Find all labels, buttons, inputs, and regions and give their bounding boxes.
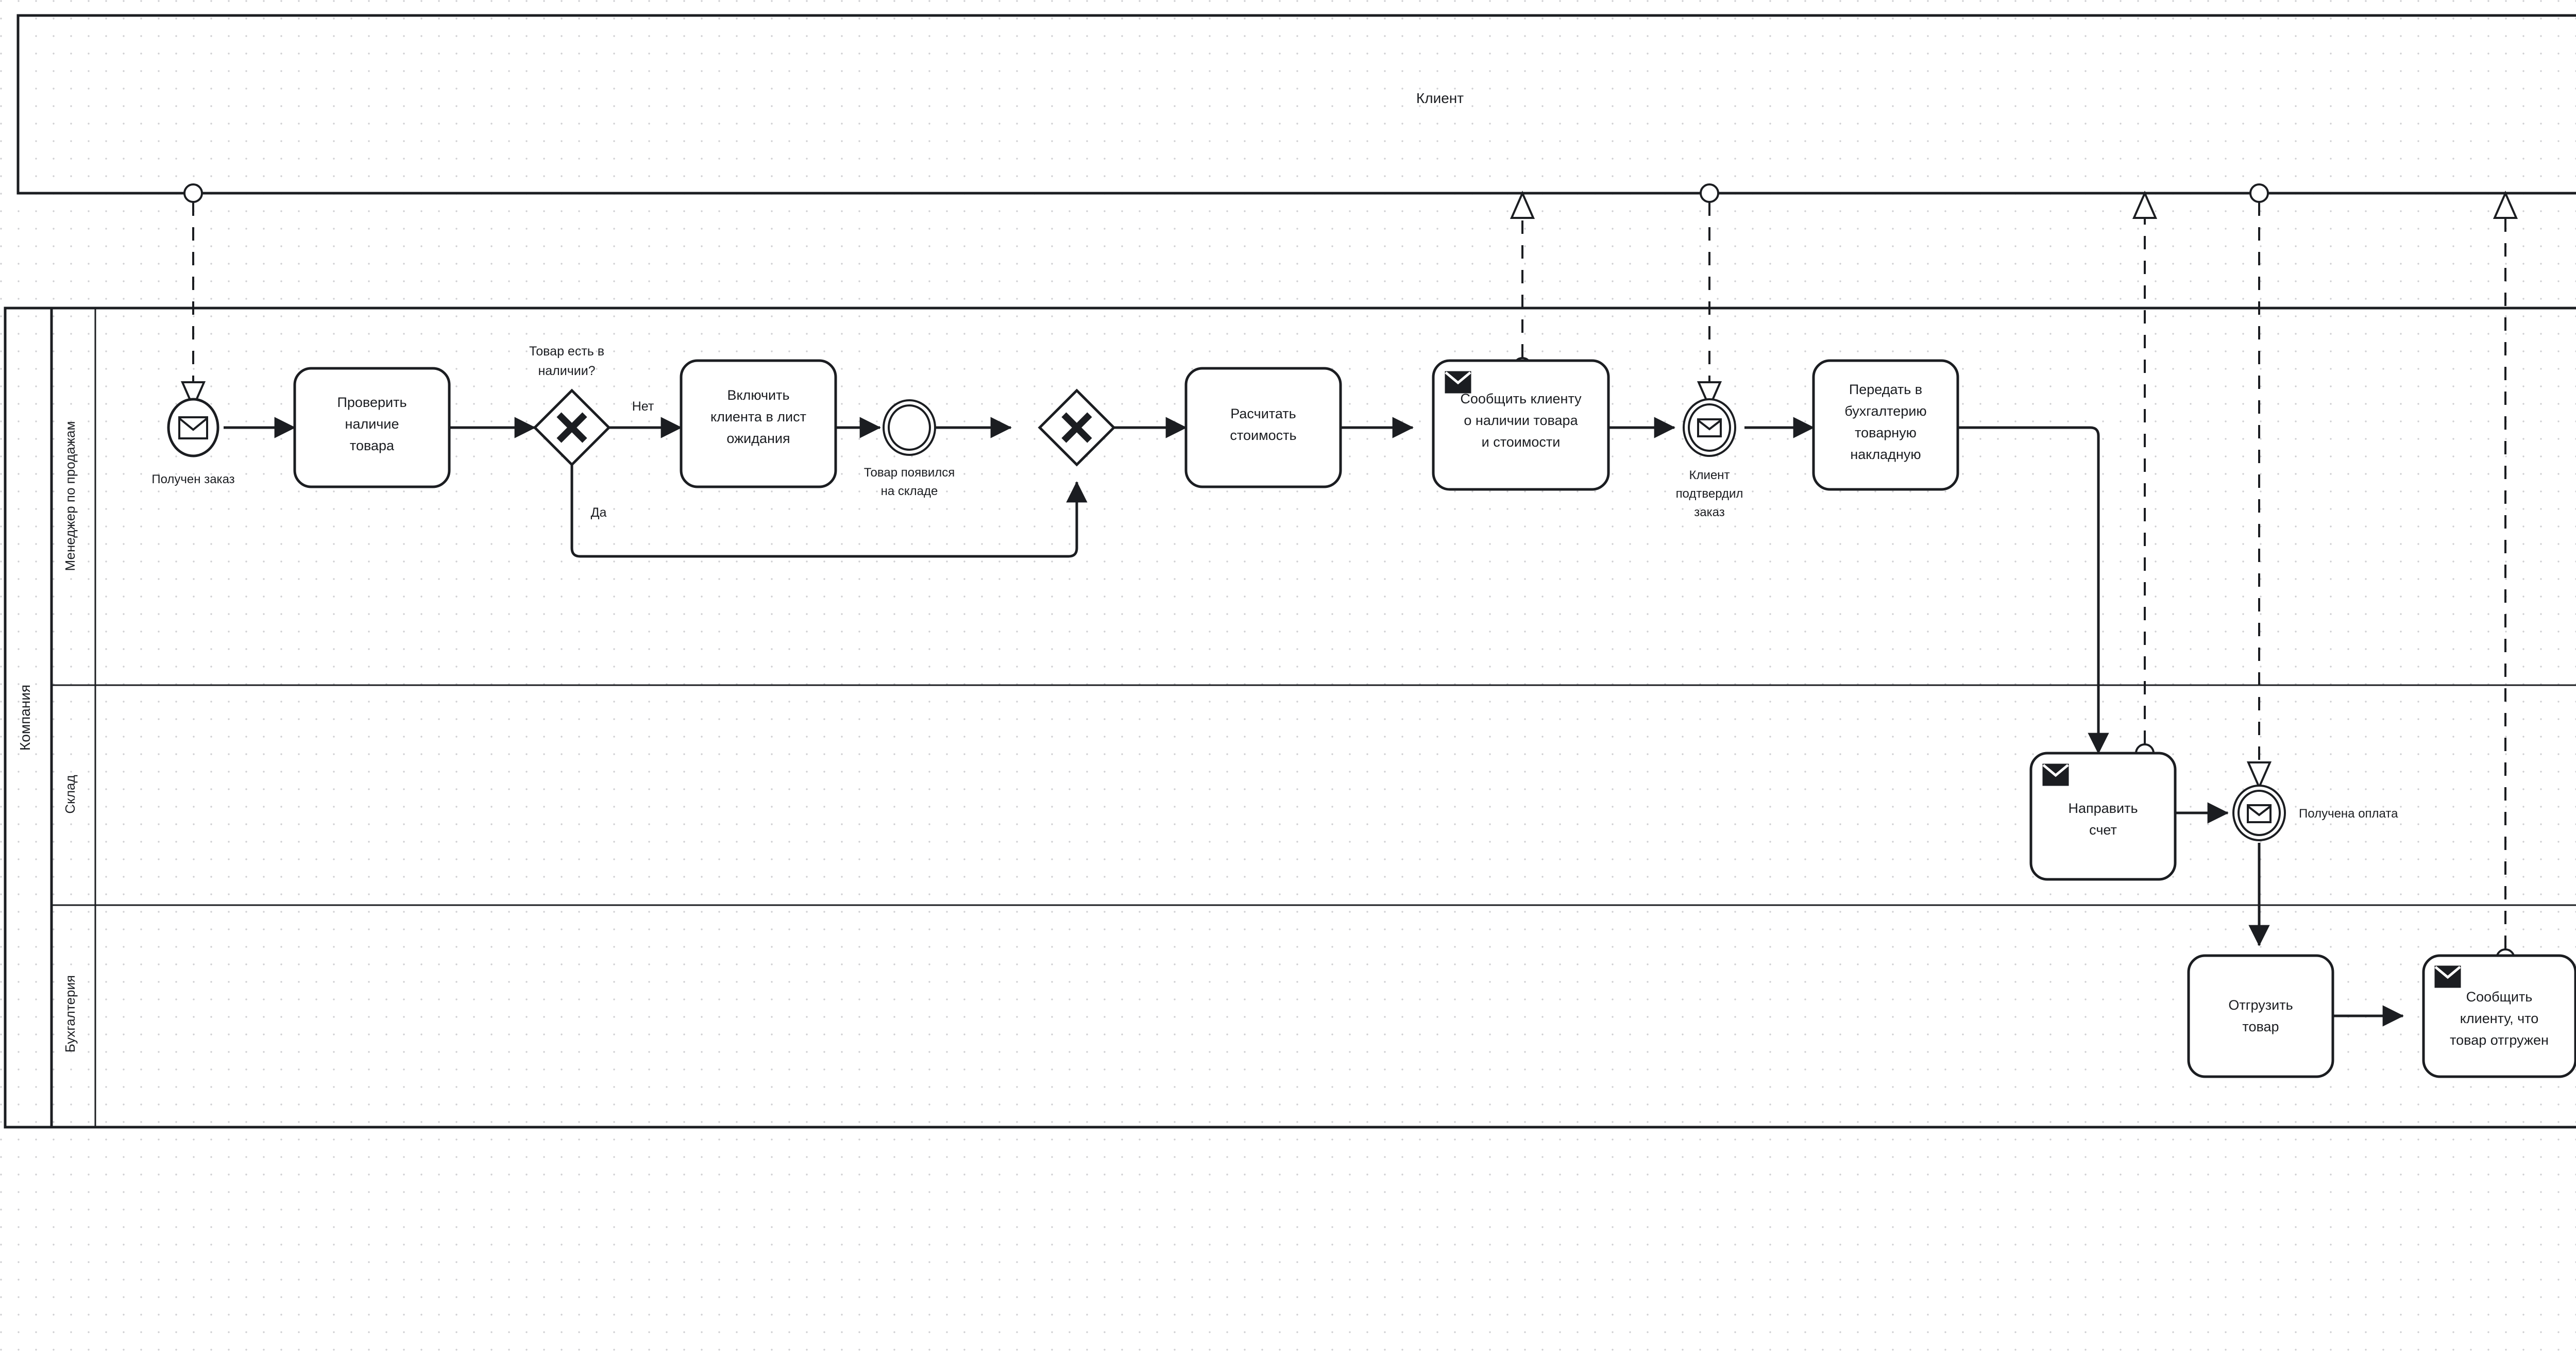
message-flow-arrowhead-icon	[1510, 191, 1535, 219]
event-label: Получена оплата	[2299, 807, 2398, 821]
task-box	[680, 359, 837, 488]
event-label-line1: Товар появился	[864, 466, 955, 480]
task-label-line4: накладную	[1850, 447, 1921, 462]
gateway-label-line2: наличии?	[538, 364, 595, 378]
message-flow-arrowhead-icon	[2132, 191, 2158, 219]
task-label-line1: Сообщить	[2466, 989, 2533, 1005]
event-label-line2: подтвердил	[1676, 487, 1743, 501]
sequence-flow-yes-loop	[570, 465, 1088, 558]
task-label-line3: товарную	[1855, 425, 1917, 440]
task-label-line3: ожидания	[726, 431, 790, 446]
task-notify-shipped[interactable]: Сообщить клиенту, что товар отгружен	[2422, 954, 2576, 1078]
event-inner-circle	[888, 404, 931, 451]
envelope-icon	[178, 416, 208, 439]
message-flow-order-confirmed[interactable]	[1697, 183, 1722, 410]
event-label: Получен заказ	[151, 472, 234, 486]
task-label-line1: Направить	[2068, 801, 2138, 816]
message-flow-source-dot-icon	[2249, 183, 2269, 203]
task-label-line3: и стоимости	[1482, 434, 1561, 450]
envelope-icon	[1697, 418, 1722, 437]
message-flow-arrowhead-icon	[2246, 761, 2272, 790]
task-box	[1184, 367, 1342, 488]
task-label-line1: Отгрузить	[2228, 997, 2293, 1013]
task-label-line1: Передать в	[1849, 382, 1922, 397]
message-flow-arrowhead-icon	[2493, 191, 2518, 219]
task-box	[1812, 359, 1959, 491]
message-flow-source-dot-icon	[1700, 183, 1719, 203]
task-label-line2: бухгалтерию	[1844, 403, 1926, 419]
x-gateway-icon-2	[1061, 412, 1092, 443]
message-flow-payment-received[interactable]	[2246, 183, 2272, 790]
event-label-line1: Клиент	[1689, 468, 1730, 482]
lane-warehouse-label: Склад	[62, 775, 78, 813]
lane-warehouse[interactable]: Склад	[62, 775, 78, 813]
event-label-line2: на складе	[881, 484, 938, 498]
pool-company[interactable]: Компания Менеджер по продажам Склад Бухг…	[4, 307, 2576, 1129]
task-label-line2: счет	[2089, 822, 2117, 838]
task-transfer-invoice-to-accounting[interactable]: Передать в бухгалтерию товарную накладну…	[1812, 359, 1959, 491]
task-send-invoice[interactable]: Направить счет	[2029, 752, 2177, 881]
lane-accounting-label: Бухгалтерия	[62, 975, 78, 1052]
event-payment-received[interactable]: Получена оплата	[2232, 785, 2398, 841]
gateway-label-line1: Товар есть в	[529, 344, 604, 359]
pool-client[interactable]: Клиент	[16, 14, 2576, 195]
lane-sales[interactable]: Менеджер по продажам	[62, 421, 78, 571]
task-box	[1432, 359, 1610, 491]
task-label-line1: Расчитать	[1230, 406, 1296, 421]
task-label-line3: товара	[350, 438, 395, 453]
task-label-line2: стоимость	[1230, 428, 1296, 443]
task-label-line2: о наличии товара	[1464, 413, 1578, 428]
envelope-filled-icon	[1445, 371, 1471, 394]
task-label-line2: клиенту, что	[2460, 1011, 2539, 1026]
message-flow-source-dot-icon	[183, 183, 203, 203]
pool-company-box	[4, 307, 2576, 1129]
flow-label-no: Нет	[632, 399, 654, 414]
sequence-flows-sales	[224, 417, 2109, 754]
task-label-line1: Сообщить клиенту	[1460, 391, 1582, 406]
event-client-confirmed[interactable]: Клиент подтвердил заказ	[1676, 398, 1743, 519]
task-label-line1: Включить	[727, 387, 789, 403]
envelope-filled-icon	[2042, 763, 2069, 786]
pool-company-label: Компания	[17, 685, 33, 751]
pool-client-label: Клиент	[1416, 90, 1464, 106]
task-label-line2: товар	[2242, 1019, 2279, 1034]
message-flow-order-received[interactable]	[180, 183, 206, 410]
sequence-flow-invoice-task-to-send-invoice	[1958, 426, 2109, 754]
event-label-line3: заказ	[1694, 505, 1724, 519]
lane-accounting[interactable]: Бухгалтерия	[62, 975, 78, 1052]
task-box	[293, 367, 451, 488]
task-check-availability[interactable]: Проверить наличие товара	[293, 367, 451, 488]
flow-label-yes: Да	[591, 505, 607, 520]
task-calculate-cost[interactable]: Расчитать стоимость	[1184, 367, 1342, 488]
message-flow-arrowhead-icon	[1697, 381, 1722, 410]
pool-client-box	[16, 14, 2576, 195]
envelope-icon	[2247, 804, 2272, 823]
gateway-merge[interactable]	[1038, 388, 1116, 467]
task-label-line2: наличие	[345, 416, 399, 432]
task-label-line2: клиента в лист	[710, 409, 806, 424]
task-add-to-waitlist[interactable]: Включить клиента в лист ожидания	[680, 359, 837, 488]
lane-sales-label: Менеджер по продажам	[62, 421, 78, 571]
envelope-filled-icon	[2434, 965, 2461, 988]
task-label-line3: товар отгружен	[2450, 1032, 2549, 1048]
task-box	[2422, 954, 2576, 1078]
task-notify-availability[interactable]: Сообщить клиенту о наличии товара и стои…	[1432, 359, 1610, 491]
task-ship-goods[interactable]: Отгрузить товар	[2187, 954, 2334, 1078]
message-flow-arrowhead-icon	[180, 381, 206, 410]
task-label-line1: Проверить	[337, 395, 406, 410]
x-gateway-icon-2	[556, 412, 587, 443]
task-box	[2187, 954, 2334, 1078]
event-start-order-received[interactable]: Получен заказ	[151, 398, 235, 486]
gateway-in-stock[interactable]: Товар есть в наличии?	[529, 344, 611, 467]
event-goods-in-stock[interactable]: Товар появился на складе	[864, 399, 955, 498]
sequence-flows-lower	[2175, 802, 2576, 1027]
